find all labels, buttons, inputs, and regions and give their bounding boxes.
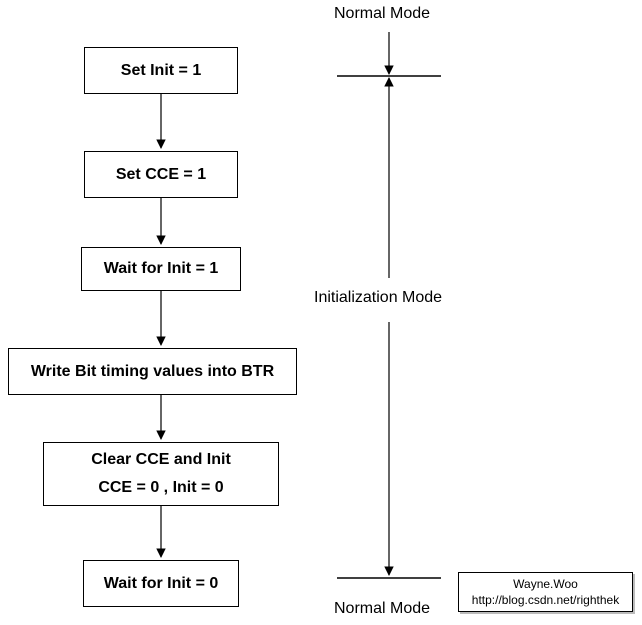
author-watermark: Wayne.Woo http://blog.csdn.net/righthek — [458, 572, 633, 612]
step-wait-init-1: Wait for Init = 1 — [81, 247, 241, 291]
step-clear-cce-init-line2: CCE = 0 , Init = 0 — [98, 479, 224, 496]
watermark-name: Wayne.Woo — [513, 577, 578, 591]
step-wait-init-0: Wait for Init = 0 — [83, 560, 239, 607]
step-clear-cce-init-line1: Clear CCE and Init — [91, 451, 231, 468]
step-set-init-label: Set Init = 1 — [120, 61, 202, 79]
watermark-url: http://blog.csdn.net/righthek — [471, 593, 620, 607]
step-wait-init-0-label: Wait for Init = 0 — [103, 574, 219, 592]
step-wait-init-1-label: Wait for Init = 1 — [103, 260, 219, 277]
step-clear-cce-init: Clear CCE and Init CCE = 0 , Init = 0 — [43, 442, 279, 506]
mode-label-initialization: Initialization Mode — [314, 289, 443, 306]
mode-label-normal-bottom: Normal Mode — [334, 600, 431, 617]
step-set-cce: Set CCE = 1 — [84, 151, 238, 198]
step-set-init: Set Init = 1 — [84, 47, 238, 94]
step-write-btr-label: Write Bit timing values into BTR — [30, 362, 275, 380]
mode-label-normal-top: Normal Mode — [334, 5, 431, 22]
step-set-cce-label: Set CCE = 1 — [115, 165, 207, 183]
step-write-btr: Write Bit timing values into BTR — [8, 348, 297, 395]
